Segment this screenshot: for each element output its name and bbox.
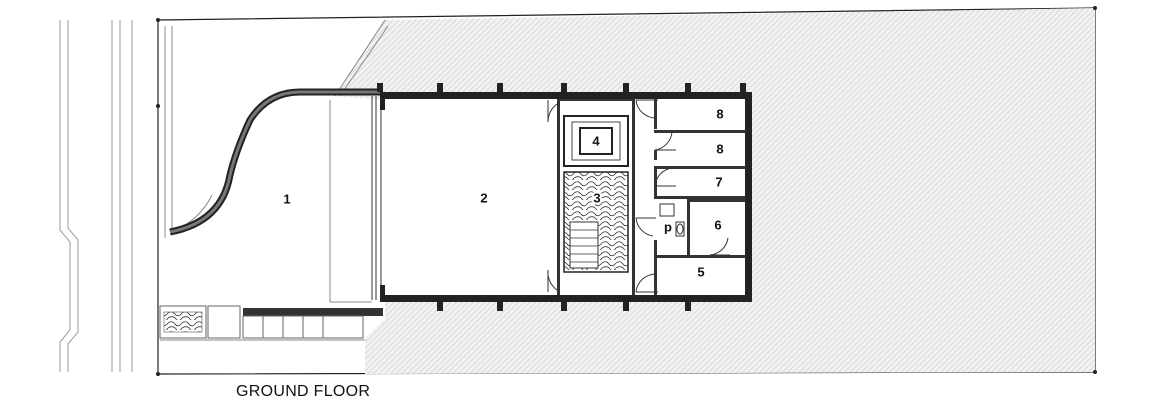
columns (377, 83, 746, 311)
plan-caption: GROUND FLOOR (236, 383, 371, 400)
room-label-1: 1 (283, 191, 290, 206)
room-label-7: 7 (715, 174, 722, 189)
room-label-8-lower: 8 (716, 141, 723, 156)
room-label-8-upper: 8 (716, 106, 723, 121)
building-walls (380, 92, 752, 302)
lower-wall (243, 308, 383, 316)
street-edge (59, 20, 133, 372)
garden-lines (160, 19, 389, 341)
glass-screen (371, 96, 382, 300)
entry-steps (242, 315, 364, 339)
room-label-5: 5 (697, 264, 704, 279)
room-label-3: 3 (593, 190, 600, 205)
boundary-marks (156, 6, 1097, 376)
door-swings (547, 99, 730, 293)
room-label-p: p (664, 219, 672, 234)
room-label-6: 6 (714, 217, 721, 232)
room-label-4: 4 (592, 133, 600, 148)
wc-fixtures (659, 203, 685, 237)
lift-core (563, 115, 629, 167)
planter-box (159, 305, 241, 339)
stair (563, 171, 629, 273)
room-label-2: 2 (480, 190, 487, 205)
